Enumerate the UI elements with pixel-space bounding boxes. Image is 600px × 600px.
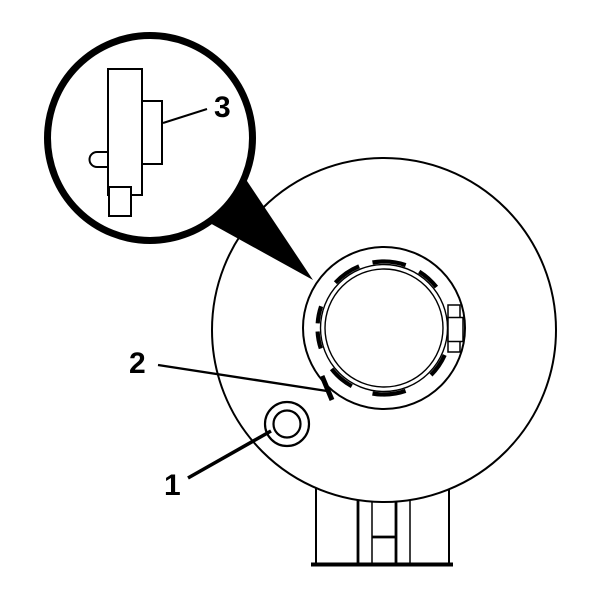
- retaining-ring-outer: [319, 263, 449, 393]
- detail-left-tab: [88, 151, 109, 168]
- detail-pointer-wedge: [208, 178, 313, 280]
- detail-lower-block: [108, 186, 132, 217]
- callout-1-label: 1: [164, 469, 181, 502]
- ring-lock-tab: [447, 304, 464, 353]
- callout-3-label: 3: [214, 91, 231, 124]
- connector-housing: [311, 488, 453, 567]
- housing-outline: [211, 157, 557, 503]
- component-body: [211, 157, 557, 567]
- detail-side-view: [88, 68, 163, 217]
- detail-protrusion: [141, 100, 163, 165]
- callout-1-leader: [187, 429, 272, 480]
- callout-leaders: [157, 108, 335, 480]
- callout-2-leader: [157, 363, 328, 393]
- mounting-hole: [263, 400, 311, 448]
- callout-3-leader: [162, 108, 208, 124]
- retaining-ring-teeth: [315, 259, 447, 397]
- bore-assembly: [302, 246, 466, 410]
- retaining-ring-inner: [324, 268, 444, 388]
- callout-2-label: 2: [129, 347, 146, 380]
- bore-opening-outline: [302, 246, 466, 410]
- callout-2-tick: [319, 375, 335, 401]
